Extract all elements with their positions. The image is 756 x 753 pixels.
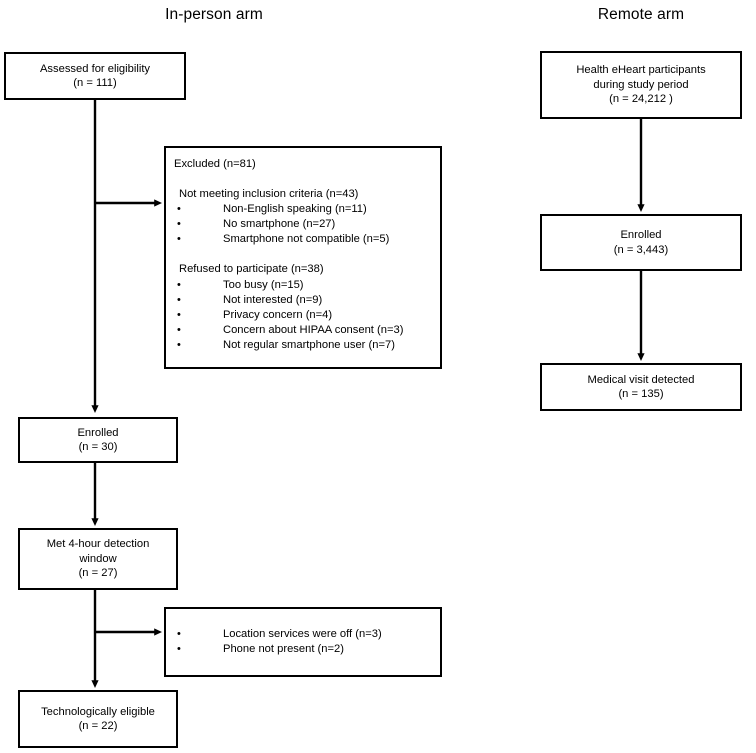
node-line: (n = 22) <box>78 720 118 732</box>
list-item-label: Not interested (n=9) <box>223 294 323 306</box>
list-item-label: No smartphone (n=27) <box>223 218 336 230</box>
list-item: • Smartphone not compatible (n=5) <box>177 232 389 247</box>
bullet-icon: • <box>177 643 181 655</box>
node-line: Met 4-hour detection <box>46 538 150 551</box>
list-item: • Not interested (n=9) <box>177 293 322 308</box>
column-title-remote: Remote arm <box>597 6 685 23</box>
bullet-icon: • <box>177 279 181 291</box>
node-met-detection-window[interactable]: Met 4-hour detection window (n = 27) <box>18 528 178 590</box>
list-item-label: Privacy concern (n=4) <box>223 309 333 321</box>
node-remote-enrolled[interactable]: Enrolled (n = 3,443) <box>540 214 742 271</box>
list-item-label: Concern about HIPAA consent (n=3) <box>223 324 404 336</box>
bullet-icon: • <box>177 218 181 230</box>
node-line: (n = 3,443) <box>613 243 669 256</box>
node-line: Enrolled <box>620 229 662 241</box>
node-assessed-for-eligibility[interactable]: Assessed for eligibility (n = 111) <box>4 52 186 100</box>
node-line: Health eHeart participants <box>576 64 706 77</box>
bullet-icon: • <box>177 324 181 336</box>
node-in-person-enrolled[interactable]: Enrolled (n = 30) <box>18 417 178 463</box>
column-title-in-person: In-person arm <box>165 6 263 23</box>
node-health-eheart-participants[interactable]: Health eHeart participants during study … <box>540 51 742 119</box>
box-technical-exclusions[interactable]: • Location services were off (n=3) • Pho… <box>164 607 442 677</box>
bullet-icon: • <box>177 233 181 245</box>
bullet-icon: • <box>177 628 181 640</box>
node-line: (n = 24,212 ) <box>609 93 673 106</box>
node-technologically-eligible[interactable]: Technologically eligible (n = 22) <box>18 690 178 748</box>
box-excluded[interactable]: Excluded (n=81) Not meeting inclusion cr… <box>164 146 442 369</box>
bullet-icon: • <box>177 309 181 321</box>
excluded-group-heading-refused: Refused to participate (n=38) <box>179 263 324 275</box>
node-line: window <box>79 552 117 565</box>
bullet-icon: • <box>177 294 181 306</box>
list-item: • Concern about HIPAA consent (n=3) <box>177 323 403 338</box>
list-item: • No smartphone (n=27) <box>177 217 335 232</box>
node-line: Medical visit detected <box>587 373 695 386</box>
list-item: • Privacy concern (n=4) <box>177 308 332 323</box>
list-item: • Too busy (n=15) <box>177 278 304 293</box>
node-line: during study period <box>593 78 689 91</box>
node-line: Assessed for eligibility <box>39 62 151 75</box>
node-line: Enrolled <box>77 426 119 439</box>
list-item-label: Location services were off (n=3) <box>223 628 382 640</box>
list-item-label: Smartphone not compatible (n=5) <box>223 233 390 245</box>
list-item-label: Not regular smartphone user (n=7) <box>223 339 395 351</box>
node-line: (n = 30) <box>78 441 118 453</box>
list-item: • Phone not present (n=2) <box>177 642 344 657</box>
node-line: Technologically eligible <box>41 705 155 718</box>
excluded-title: Excluded (n=81) <box>174 158 256 170</box>
list-item-label: Non-English speaking (n=11) <box>223 203 367 215</box>
bullet-icon: • <box>177 203 181 215</box>
node-line: (n = 135) <box>618 388 664 400</box>
node-medical-visit-detected[interactable]: Medical visit detected (n = 135) <box>540 363 742 411</box>
list-item-label: Too busy (n=15) <box>223 279 304 291</box>
bullet-icon: • <box>177 339 181 351</box>
list-item: • Not regular smartphone user (n=7) <box>177 338 395 353</box>
list-item-label: Phone not present (n=2) <box>223 643 344 655</box>
node-line: (n = 27) <box>78 567 118 580</box>
list-item: • Location services were off (n=3) <box>177 627 382 642</box>
node-line: (n = 111) <box>73 77 117 89</box>
list-item: • Non-English speaking (n=11) <box>177 202 367 217</box>
excluded-group-heading-inclusion: Not meeting inclusion criteria (n=43) <box>179 188 359 200</box>
